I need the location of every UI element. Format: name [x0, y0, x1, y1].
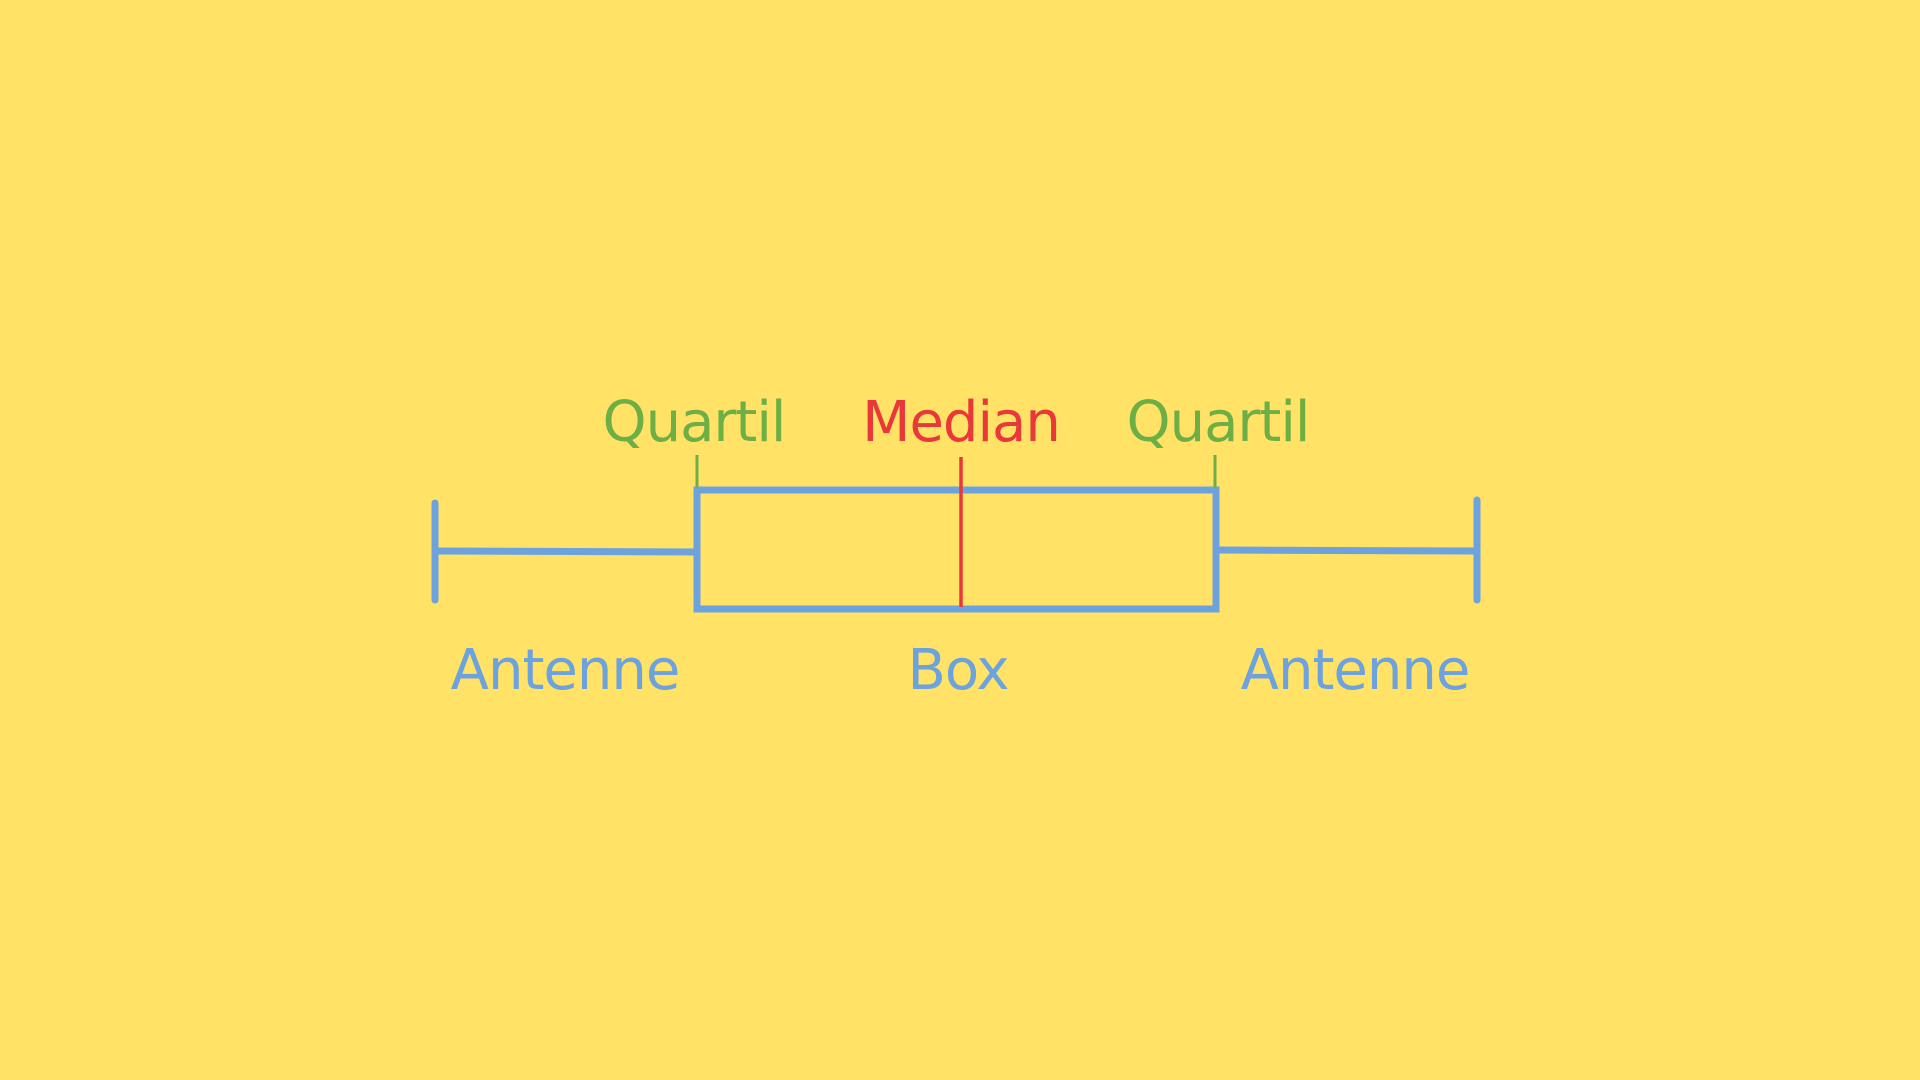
- right-whisker-line: [1215, 546, 1478, 555]
- quartile-left-label: Quartil: [602, 390, 787, 455]
- left-whisker-line: [434, 547, 698, 556]
- box-label: Box: [907, 638, 1009, 703]
- box: [693, 486, 1220, 613]
- median-label: Median: [862, 390, 1061, 455]
- whisker-left-label: Antenne: [450, 638, 681, 703]
- quartile-right-label: Quartil: [1126, 390, 1311, 455]
- whisker-right-label: Antenne: [1240, 638, 1471, 703]
